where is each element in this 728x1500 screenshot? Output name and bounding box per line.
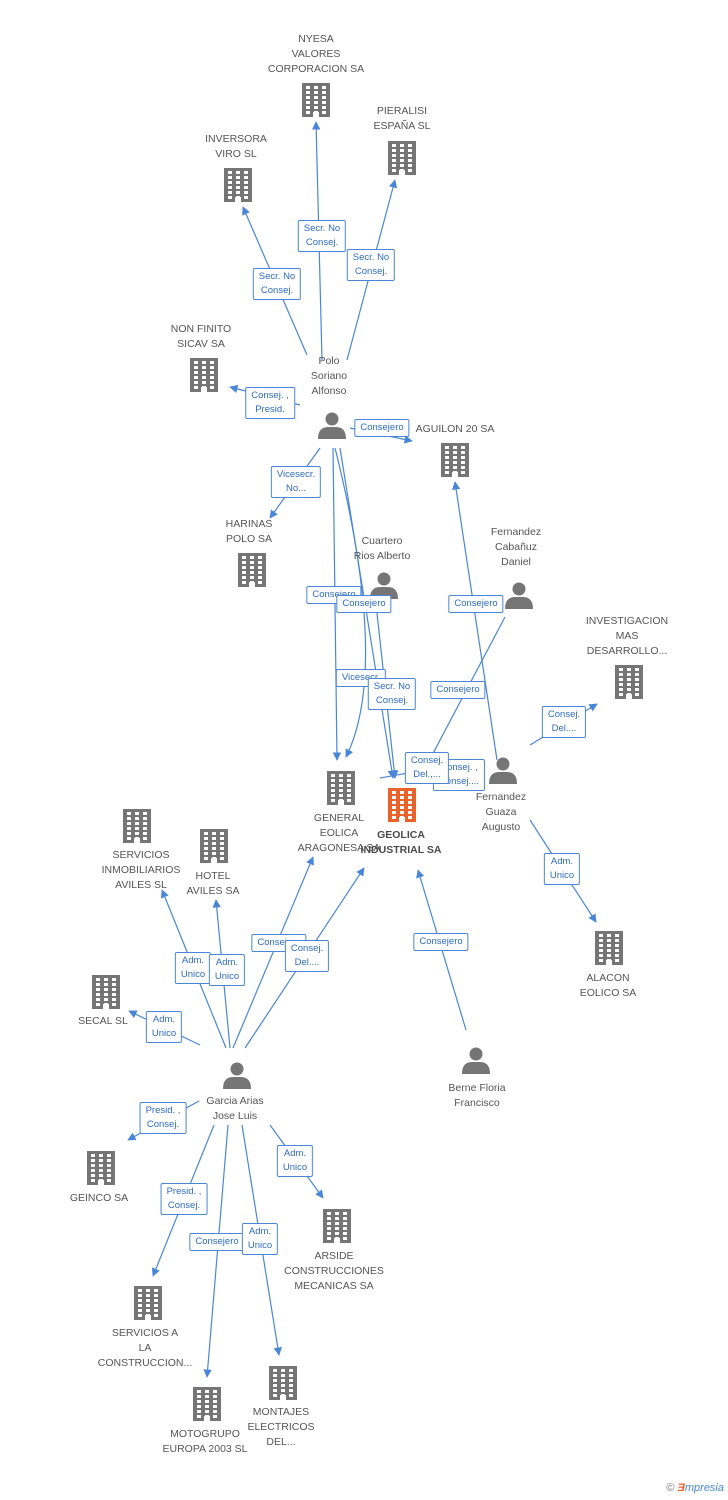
building-icon-nyesa[interactable] bbox=[302, 83, 330, 117]
building-icon-inversora[interactable] bbox=[224, 168, 252, 202]
building-icon-montajes[interactable] bbox=[269, 1366, 297, 1400]
node-label-polo[interactable]: Polo Soriano Alfonso bbox=[310, 355, 348, 397]
edge-role-label[interactable]: Adm. Unico bbox=[208, 954, 246, 986]
node-label-fcabanuz[interactable]: Fernandez Cabañuz Daniel bbox=[490, 526, 542, 568]
edge-line bbox=[332, 447, 342, 761]
empresia-logo-text: mpresia bbox=[684, 1482, 724, 1494]
node-label-arside[interactable]: ARSIDE CONSTRUCCIONES MECANICAS SA bbox=[284, 1250, 384, 1292]
building-icon-geinco[interactable] bbox=[87, 1151, 115, 1185]
edge-line bbox=[334, 447, 367, 758]
edge-role-label[interactable]: Vicesecr. No... bbox=[270, 466, 322, 498]
node-label-nonfinito[interactable]: NON FINITO SICAV SA bbox=[170, 323, 232, 350]
node-label-fguaza[interactable]: Fernandez Guaza Augusto bbox=[475, 791, 527, 833]
edge-role-label[interactable]: Presid. , Consej. bbox=[139, 1102, 187, 1134]
node-label-berne[interactable]: Berne Floria Francisco bbox=[448, 1082, 506, 1109]
edge-role-label[interactable]: Adm. Unico bbox=[543, 853, 581, 885]
edge-line bbox=[339, 447, 396, 779]
building-icon-investigacion[interactable] bbox=[615, 665, 643, 699]
person-icon-fcabanuz[interactable] bbox=[505, 582, 533, 610]
copyright-symbol: © bbox=[666, 1482, 675, 1494]
edge-line bbox=[203, 1124, 229, 1378]
node-label-cuartero[interactable]: Cuartero Rios Alberto bbox=[353, 535, 411, 562]
edge-role-label[interactable]: Secr. No Consej. bbox=[367, 678, 417, 710]
building-icon-geolica[interactable] bbox=[388, 788, 416, 822]
building-icon-alacon[interactable] bbox=[595, 931, 623, 965]
building-icon-hotel[interactable] bbox=[200, 829, 228, 863]
node-label-alacon[interactable]: ALACON EOLICO SA bbox=[579, 972, 637, 999]
building-icon-motogrupo[interactable] bbox=[193, 1387, 221, 1421]
node-label-investigacion[interactable]: INVESTIGACION MAS DESARROLLO... bbox=[585, 615, 669, 657]
building-icon-aguilon[interactable] bbox=[441, 443, 469, 477]
node-label-montajes[interactable]: MONTAJES ELECTRICOS DEL... bbox=[247, 1406, 315, 1448]
edge-role-label[interactable]: Secr. No Consej. bbox=[297, 220, 347, 252]
node-label-pieralisi[interactable]: PIERALISI ESPAÑA SL bbox=[373, 105, 431, 132]
person-icon-polo[interactable] bbox=[318, 412, 346, 440]
edge-role-label[interactable]: Secr. No Consej. bbox=[252, 268, 302, 300]
edge-role-label[interactable]: Consej. Del.... bbox=[541, 706, 587, 738]
node-label-general[interactable]: GENERAL EOLICA ARAGONESA SA bbox=[297, 812, 381, 854]
building-icon-arside[interactable] bbox=[323, 1209, 351, 1243]
edge-role-label[interactable]: Consejero bbox=[413, 933, 469, 951]
node-label-inversora[interactable]: INVERSORA VIRO SL bbox=[205, 133, 267, 160]
building-icon-servinmo[interactable] bbox=[123, 809, 151, 843]
empresia-brand[interactable]: © Ǝmpresia bbox=[666, 1482, 724, 1494]
edge-role-label[interactable]: Adm. Unico bbox=[174, 952, 212, 984]
edge-role-label[interactable]: Adm. Unico bbox=[241, 1223, 279, 1255]
edge-role-label[interactable]: Consejero bbox=[448, 595, 504, 613]
edge-role-label[interactable]: Consejero bbox=[354, 419, 410, 437]
node-layer bbox=[87, 83, 643, 1421]
node-label-motogrupo[interactable]: MOTOGRUPO EUROPA 2003 SL bbox=[162, 1428, 248, 1455]
node-label-geinco[interactable]: GEINCO SA bbox=[69, 1192, 129, 1204]
edge-role-label[interactable]: Adm. Unico bbox=[145, 1011, 183, 1043]
building-icon-harinas[interactable] bbox=[238, 553, 266, 587]
person-icon-fguaza[interactable] bbox=[489, 757, 517, 785]
edge-role-label[interactable]: Presid. , Consej. bbox=[160, 1183, 208, 1215]
person-icon-berne[interactable] bbox=[462, 1047, 490, 1075]
person-icon-garcia[interactable] bbox=[223, 1062, 251, 1090]
edge-role-label[interactable]: Adm. Unico bbox=[276, 1145, 314, 1177]
node-label-aguilon[interactable]: AGUILON 20 SA bbox=[415, 423, 495, 435]
node-label-servconst[interactable]: SERVICIOS A LA CONSTRUCCION... bbox=[97, 1327, 193, 1369]
edge-role-label[interactable]: Consej. , Presid. bbox=[245, 387, 295, 419]
building-icon-secal[interactable] bbox=[92, 975, 120, 1009]
empresia-logo-mark: Ǝ bbox=[677, 1482, 685, 1494]
edge-role-label[interactable]: Consej. Del.... bbox=[284, 940, 330, 972]
node-label-harinas[interactable]: HARINAS POLO SA bbox=[225, 518, 273, 545]
node-label-geolica[interactable]: GEOLICA INDUSTRIAL SA bbox=[360, 829, 442, 856]
building-icon-general[interactable] bbox=[327, 771, 355, 805]
edge-role-label[interactable]: Secr. No Consej. bbox=[346, 249, 396, 281]
edge-role-label[interactable]: Consej. Del.,... bbox=[404, 752, 450, 784]
edge-role-label[interactable]: Consejero bbox=[336, 595, 392, 613]
edge-role-label[interactable]: Consejero bbox=[189, 1233, 245, 1251]
node-label-nyesa[interactable]: NYESA VALORES CORPORACION SA bbox=[267, 33, 365, 75]
edge-line bbox=[232, 856, 314, 1049]
node-label-garcia[interactable]: Garcia Arias Jose Luis bbox=[206, 1095, 264, 1122]
node-label-hotel[interactable]: HOTEL AVILES SA bbox=[186, 870, 240, 897]
building-icon-nonfinito[interactable] bbox=[190, 358, 218, 392]
node-label-secal[interactable]: SECAL SL bbox=[78, 1015, 128, 1027]
building-icon-pieralisi[interactable] bbox=[388, 141, 416, 175]
building-icon-servconst[interactable] bbox=[134, 1286, 162, 1320]
edge-line bbox=[451, 481, 498, 761]
edge-role-label[interactable]: Consejero bbox=[430, 681, 486, 699]
node-label-servinmo[interactable]: SERVICIOS INMOBILIARIOS AVILES SL bbox=[101, 849, 181, 891]
